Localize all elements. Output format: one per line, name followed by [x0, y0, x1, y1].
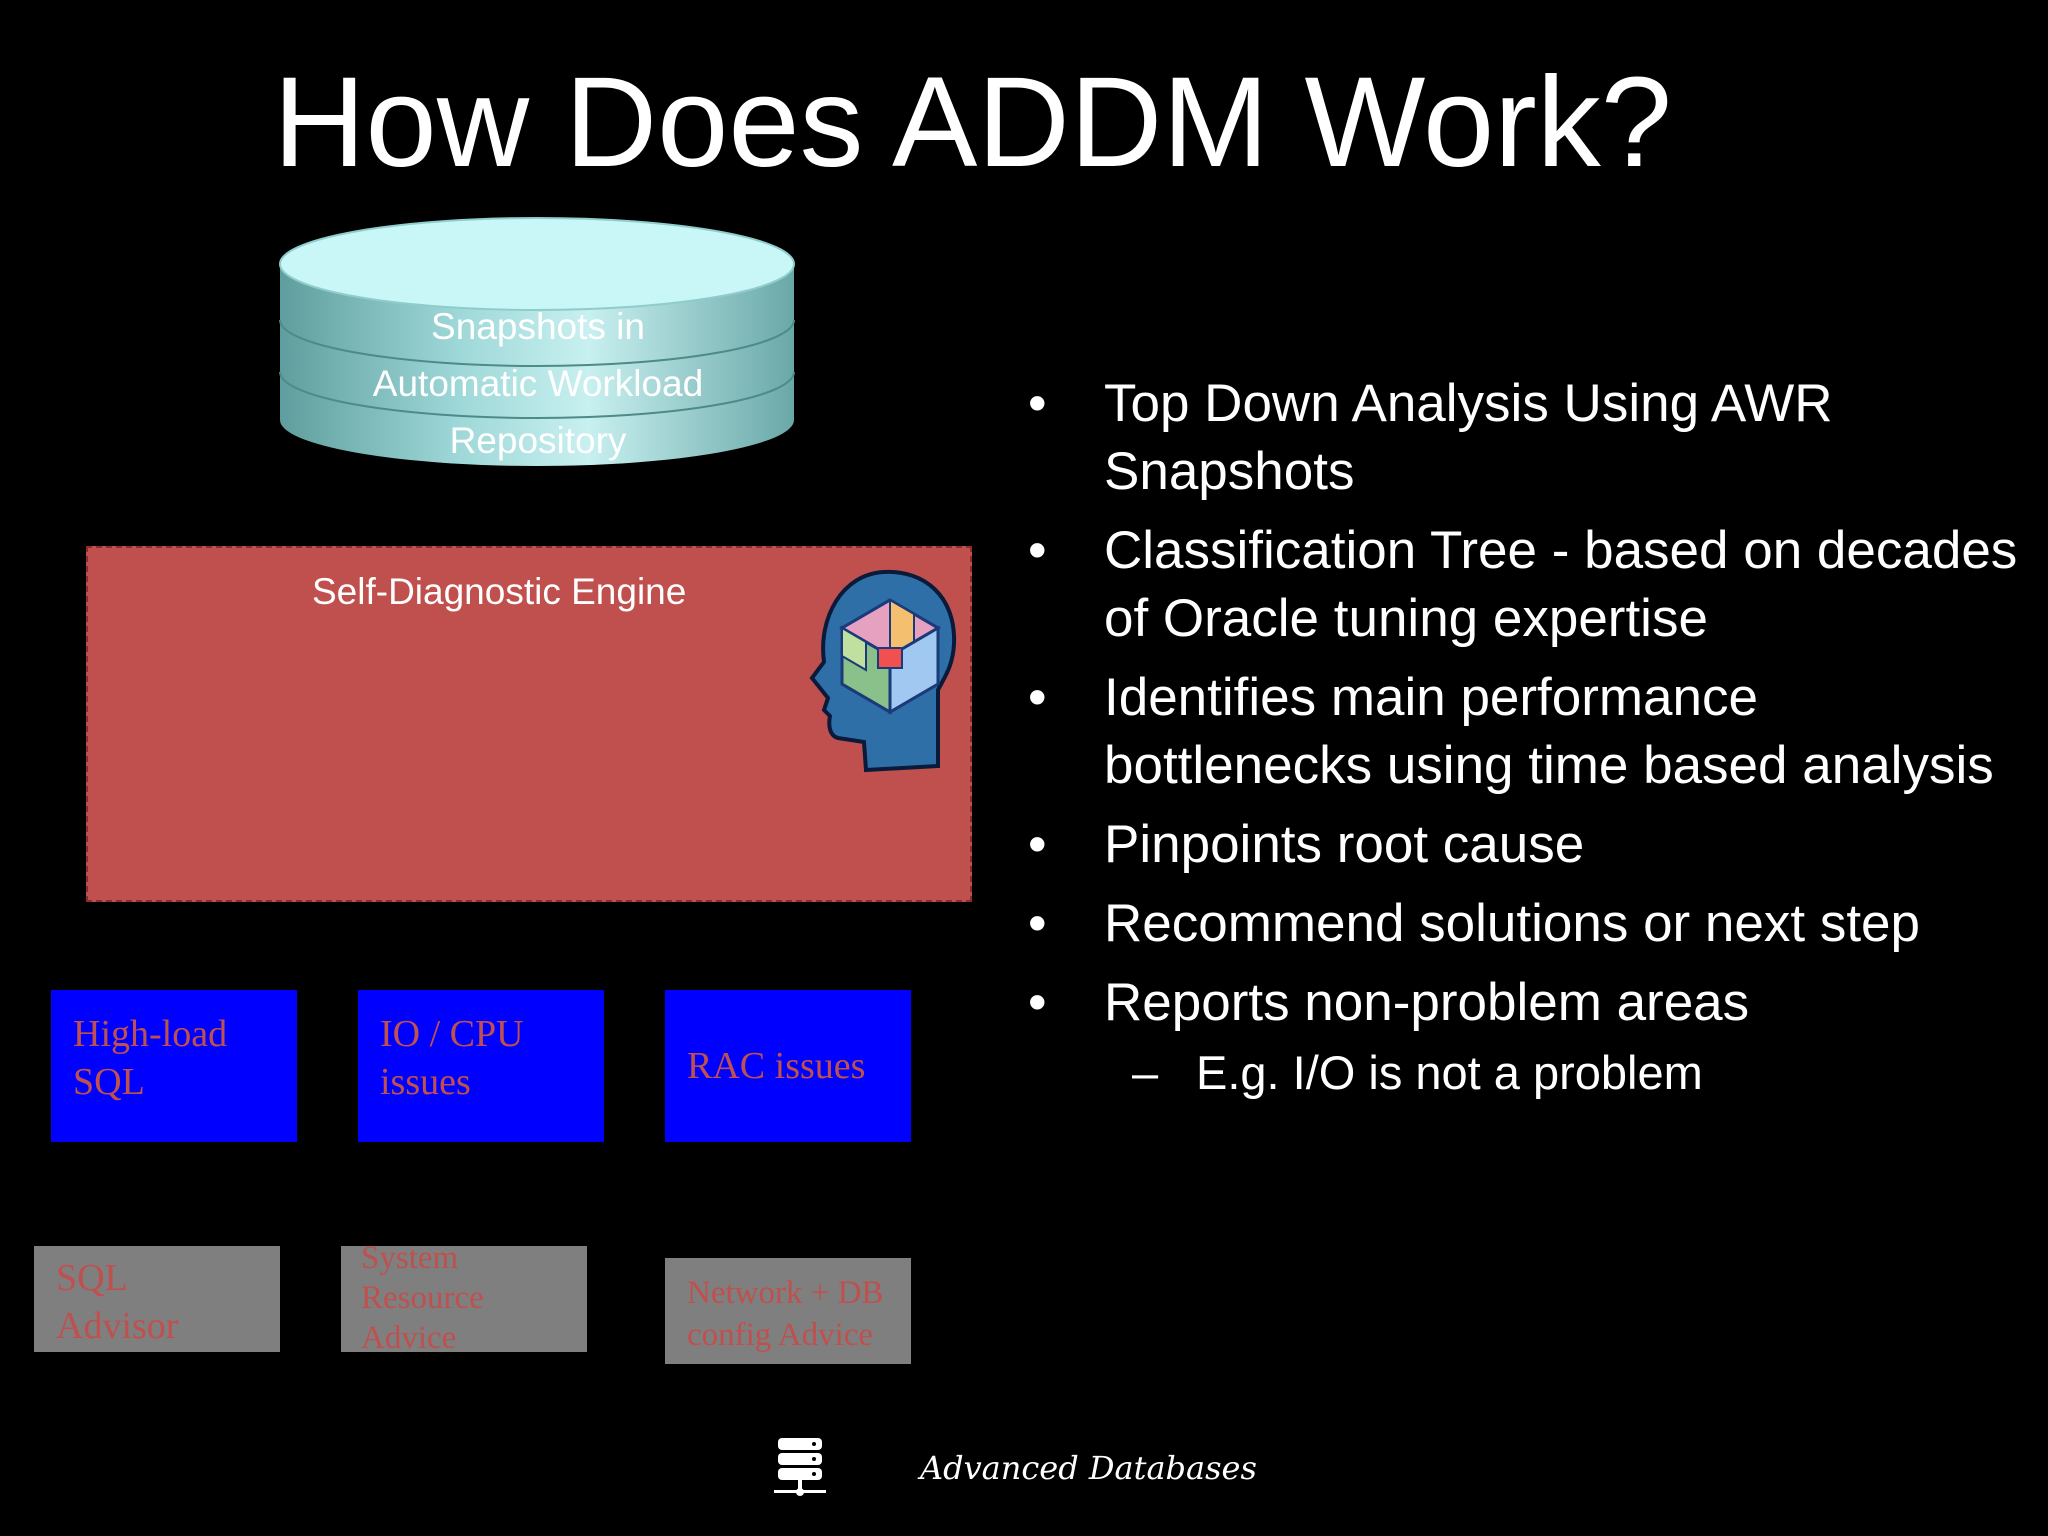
bullet-list: • Top Down Analysis Using AWR Snapshots …	[1020, 370, 2030, 1102]
advisor-box-sql: SQL Advisor	[34, 1246, 280, 1352]
engine-label: Self-Diagnostic Engine	[312, 571, 687, 612]
bullet-item: • Identifies main performance bottleneck…	[1020, 664, 2030, 800]
issue-box-line: RAC issues	[687, 1045, 866, 1087]
advisor-box-line: Network + DB	[687, 1275, 884, 1311]
issue-box-line: SQL	[73, 1061, 145, 1103]
footer-text: Advanced Databases	[920, 1449, 1257, 1487]
repository-label-line: Snapshots in	[431, 306, 645, 347]
sub-bullet-marker: –	[1132, 1046, 1159, 1099]
database-cylinder-icon	[279, 217, 795, 466]
self-diagnostic-engine-box: Self-Diagnostic Engine	[86, 546, 972, 902]
bullet-marker: •	[1028, 374, 1047, 433]
advisor-box-network-db: Network + DB config Advice	[665, 1258, 911, 1364]
database-server-icon	[774, 1438, 826, 1496]
brain-head-icon	[809, 569, 957, 773]
bullet-text: Top Down Analysis Using AWR Snapshots	[1104, 374, 1833, 501]
bullet-item: • Reports non-problem areas	[1020, 969, 2030, 1037]
advisor-box-line: Advice	[361, 1320, 457, 1352]
repository-label: Snapshots in Automatic Workload Reposito…	[278, 298, 798, 469]
bullet-marker: •	[1028, 815, 1047, 874]
repository-label-line: Automatic Workload	[372, 363, 704, 404]
bullet-marker: •	[1028, 521, 1047, 580]
issue-box-rac: RAC issues	[665, 990, 911, 1142]
sub-bullet-item: – E.g. I/O is not a problem	[1020, 1044, 2030, 1102]
sub-bullet-text: E.g. I/O is not a problem	[1196, 1046, 1703, 1099]
advisor-box-system-resource: System Resource Advice	[341, 1246, 587, 1352]
awr-repository-cylinder: Snapshots in Automatic Workload Reposito…	[278, 212, 795, 472]
issue-box-line: High-load	[73, 1013, 228, 1055]
slide-title: How Does ADDM Work?	[273, 51, 1672, 194]
bullet-item: • Top Down Analysis Using AWR Snapshots	[1020, 370, 2030, 506]
bullet-marker: •	[1028, 668, 1047, 727]
advisor-box-line: SQL	[56, 1257, 128, 1299]
bullet-text: Classification Tree - based on decades o…	[1104, 521, 2018, 648]
advisor-box-line: config Advice	[687, 1317, 874, 1353]
issue-box-line: issues	[380, 1061, 471, 1103]
issue-box-line: IO / CPU	[380, 1013, 524, 1055]
bullet-text: Reports non-problem areas	[1104, 973, 1750, 1032]
bullet-item: • Classification Tree - based on decades…	[1020, 517, 2030, 653]
bullet-text: Identifies main performance bottlenecks …	[1104, 668, 1994, 795]
bullet-item: • Recommend solutions or next step	[1020, 890, 2030, 958]
bullet-text: Recommend solutions or next step	[1104, 894, 1921, 953]
advisor-box-line: Resource	[361, 1280, 484, 1316]
bullet-item: • Pinpoints root cause	[1020, 811, 2030, 879]
bullet-marker: •	[1028, 894, 1047, 953]
advisor-box-line: System	[361, 1246, 459, 1276]
bullet-text: Pinpoints root cause	[1104, 815, 1585, 874]
issue-box-high-load-sql: High-load SQL	[51, 990, 297, 1142]
issue-box-io-cpu: IO / CPU issues	[358, 990, 604, 1142]
advisor-box-line: Advisor	[56, 1305, 179, 1347]
bullet-marker: •	[1028, 973, 1047, 1032]
repository-label-line: Repository	[449, 420, 627, 461]
